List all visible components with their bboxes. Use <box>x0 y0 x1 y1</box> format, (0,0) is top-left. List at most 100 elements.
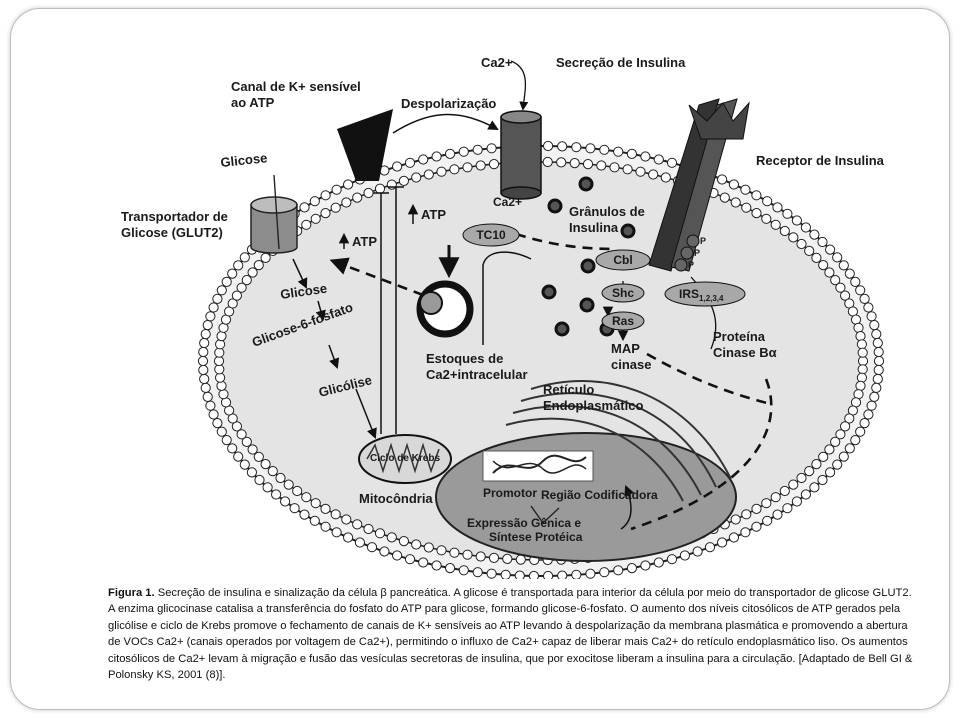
lipid-head <box>855 380 866 391</box>
lipid-head <box>445 563 456 574</box>
lipid-head <box>330 202 341 213</box>
lipid-head <box>458 565 469 576</box>
lipid-head <box>320 521 331 532</box>
glucose-inner-label: Glicose <box>279 281 328 302</box>
cbl-badge: Cbl <box>595 249 651 271</box>
lipid-head <box>280 496 291 507</box>
lipid-head <box>411 172 422 183</box>
lipid-head <box>825 467 836 478</box>
dashed-pathways <box>329 232 773 531</box>
lipid-head <box>569 158 580 169</box>
lipid-head <box>809 482 820 493</box>
lipid-head <box>488 552 500 564</box>
lipid-head <box>239 252 250 263</box>
lipid-head <box>871 382 882 393</box>
lipid-head <box>392 550 403 561</box>
irs-label: IRS1,2,3,4 <box>679 287 724 303</box>
lipid-head <box>788 232 799 243</box>
irs-badge: IRS1,2,3,4 <box>664 281 746 307</box>
lipid-head <box>475 551 486 562</box>
calcium-top-label: Ca2+ <box>481 55 513 70</box>
calcium-store-label-1: Estoques de <box>426 351 503 366</box>
lipid-head <box>761 498 772 509</box>
lipid-head <box>832 252 843 263</box>
lipid-head <box>404 157 416 168</box>
lipid-head <box>398 175 409 186</box>
lipid-head <box>202 391 213 402</box>
lipid-head <box>840 290 851 301</box>
lipid-head <box>873 355 885 367</box>
mitochondrion-icon <box>358 434 452 484</box>
lipid-head <box>241 436 252 447</box>
lipid-head <box>449 547 460 558</box>
phospho-label-2: P <box>694 248 700 258</box>
lipid-head <box>292 485 303 497</box>
lipid-head <box>844 268 855 279</box>
lipid-head <box>804 245 815 256</box>
lipid-head <box>299 202 310 213</box>
lipid-head <box>214 347 225 358</box>
gene-expression-label-2: Síntese Protéica <box>489 530 583 544</box>
lipid-head <box>838 451 849 462</box>
lipid-head <box>811 252 822 263</box>
lipid-head <box>666 554 678 565</box>
insulin-receptor-label: Receptor de Insulina <box>756 153 885 168</box>
lipid-head <box>859 293 870 304</box>
ras-label: Ras <box>612 314 634 328</box>
lipid-head <box>825 244 836 255</box>
lipid-head <box>233 451 244 462</box>
lipid-head <box>386 179 397 190</box>
lipid-head <box>692 546 703 557</box>
lipid-head <box>719 192 730 203</box>
glucose-top-label: Glicose <box>220 150 268 170</box>
lipid-head <box>830 436 841 447</box>
lipid-head <box>730 197 741 208</box>
insulin-receptor-icon <box>648 98 750 272</box>
lipid-head <box>788 479 799 490</box>
krebs-cycle-label: Ciclo de Krebs <box>370 453 440 464</box>
lipid-head <box>215 339 226 350</box>
lipid-head <box>635 166 646 177</box>
lipid-head <box>197 355 209 367</box>
lipid-head <box>227 268 238 279</box>
lipid-head <box>779 485 790 497</box>
lipid-head <box>254 474 265 486</box>
lipid-head <box>800 489 812 500</box>
lipid-head <box>352 192 363 203</box>
lipid-head <box>289 503 300 514</box>
lipid-head <box>366 542 378 553</box>
lipid-head <box>866 400 877 411</box>
lipid-head <box>236 429 247 440</box>
lipid-head <box>855 285 866 296</box>
lipid-head <box>840 421 851 432</box>
shc-badge: Shc <box>601 283 645 303</box>
lipid-head <box>253 451 264 462</box>
lipid-head <box>809 229 820 240</box>
lipid-head <box>762 196 773 207</box>
lipid-head <box>666 157 678 168</box>
lipid-head <box>247 267 258 278</box>
lipid-head <box>202 320 213 331</box>
tc10-label: TC10 <box>476 228 506 242</box>
lipid-head <box>309 196 320 207</box>
lipid-head <box>205 400 216 411</box>
lipid-head <box>844 413 855 424</box>
lipid-head <box>856 372 868 383</box>
lipid-head <box>260 459 271 470</box>
lipid-head <box>488 159 500 170</box>
lipid-head <box>221 435 232 446</box>
glut2-transporter-icon <box>250 174 298 254</box>
lipid-head <box>275 472 286 484</box>
lipid-head <box>835 429 846 440</box>
lipid-head <box>824 444 835 455</box>
lipid-head <box>626 148 638 159</box>
lipid-head <box>557 141 568 152</box>
lipid-head <box>824 267 835 278</box>
lipid-head <box>818 260 829 271</box>
lipid-head <box>863 409 874 420</box>
lipid-head <box>872 337 883 349</box>
lipid-head <box>730 514 741 525</box>
lipid-head <box>475 160 486 171</box>
lipid-head <box>212 418 223 429</box>
lipid-head <box>200 382 211 393</box>
